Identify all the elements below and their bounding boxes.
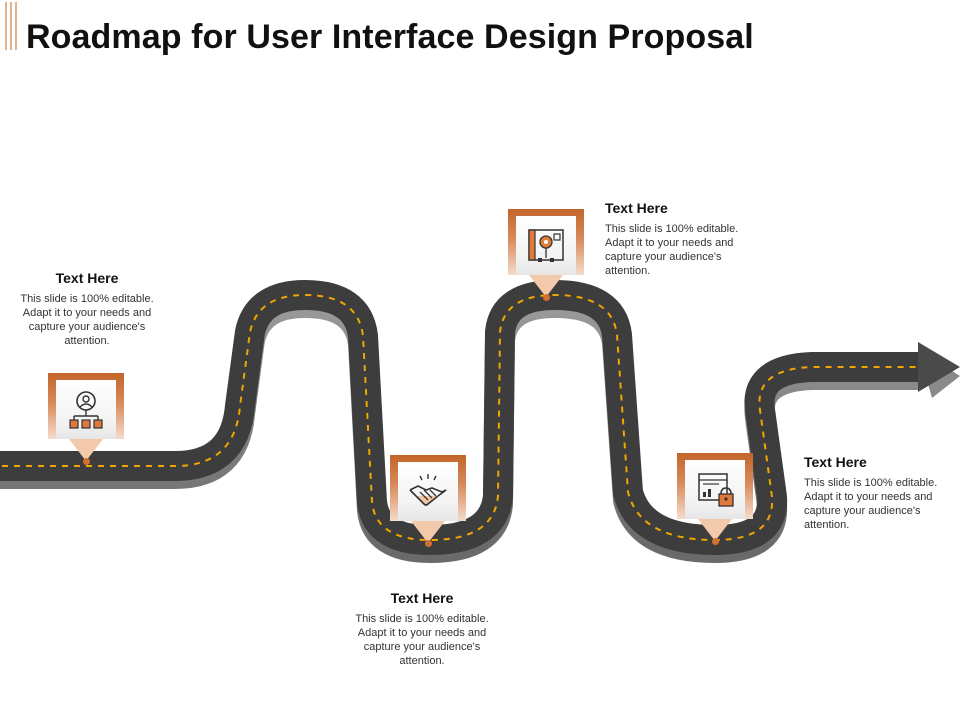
milestone-4-road-marker bbox=[711, 538, 719, 545]
milestone-4 bbox=[677, 453, 753, 545]
milestone-3 bbox=[508, 209, 584, 301]
handshake-icon bbox=[398, 462, 458, 521]
milestone-4-heading: Text Here bbox=[804, 454, 867, 470]
milestone-3-pointer bbox=[529, 275, 563, 297]
milestone-1-pointer bbox=[69, 439, 103, 461]
milestone-4-text: Text Here This slide is 100% editable. A… bbox=[804, 454, 954, 532]
slide-title: Roadmap for User Interface Design Propos… bbox=[26, 18, 754, 56]
title-accent-lines bbox=[5, 2, 17, 50]
milestone-4-icon-frame bbox=[677, 453, 753, 519]
road-arrowhead bbox=[918, 342, 960, 392]
design-blueprint-icon bbox=[516, 216, 576, 275]
team-network-icon bbox=[56, 380, 116, 439]
milestone-2 bbox=[390, 455, 466, 547]
road-lane-marking bbox=[0, 293, 920, 542]
milestone-1-road-marker bbox=[82, 458, 90, 465]
milestone-3-road-marker bbox=[542, 294, 550, 301]
secure-report-icon bbox=[685, 460, 745, 519]
milestone-3-heading: Text Here bbox=[605, 200, 668, 216]
milestone-2-text: Text Here This slide is 100% editable. A… bbox=[347, 590, 497, 668]
milestone-1-body: This slide is 100% editable. Adapt it to… bbox=[20, 293, 154, 347]
milestone-3-body: This slide is 100% editable. Adapt it to… bbox=[605, 223, 739, 277]
milestone-3-text: Text Here This slide is 100% editable. A… bbox=[605, 200, 755, 278]
milestone-1-icon-frame bbox=[48, 373, 124, 439]
milestone-2-body: This slide is 100% editable. Adapt it to… bbox=[355, 613, 489, 667]
milestone-1-heading: Text Here bbox=[55, 270, 119, 286]
milestone-3-icon-frame bbox=[508, 209, 584, 275]
milestone-2-pointer bbox=[411, 521, 445, 543]
milestone-4-body: This slide is 100% editable. Adapt it to… bbox=[804, 477, 938, 531]
milestone-2-road-marker bbox=[424, 540, 432, 547]
milestone-1-text: Text Here This slide is 100% editable. A… bbox=[12, 270, 162, 348]
milestone-2-heading: Text Here bbox=[390, 590, 454, 606]
milestone-1 bbox=[48, 373, 124, 465]
milestone-4-pointer bbox=[698, 519, 732, 541]
milestone-2-icon-frame bbox=[390, 455, 466, 521]
